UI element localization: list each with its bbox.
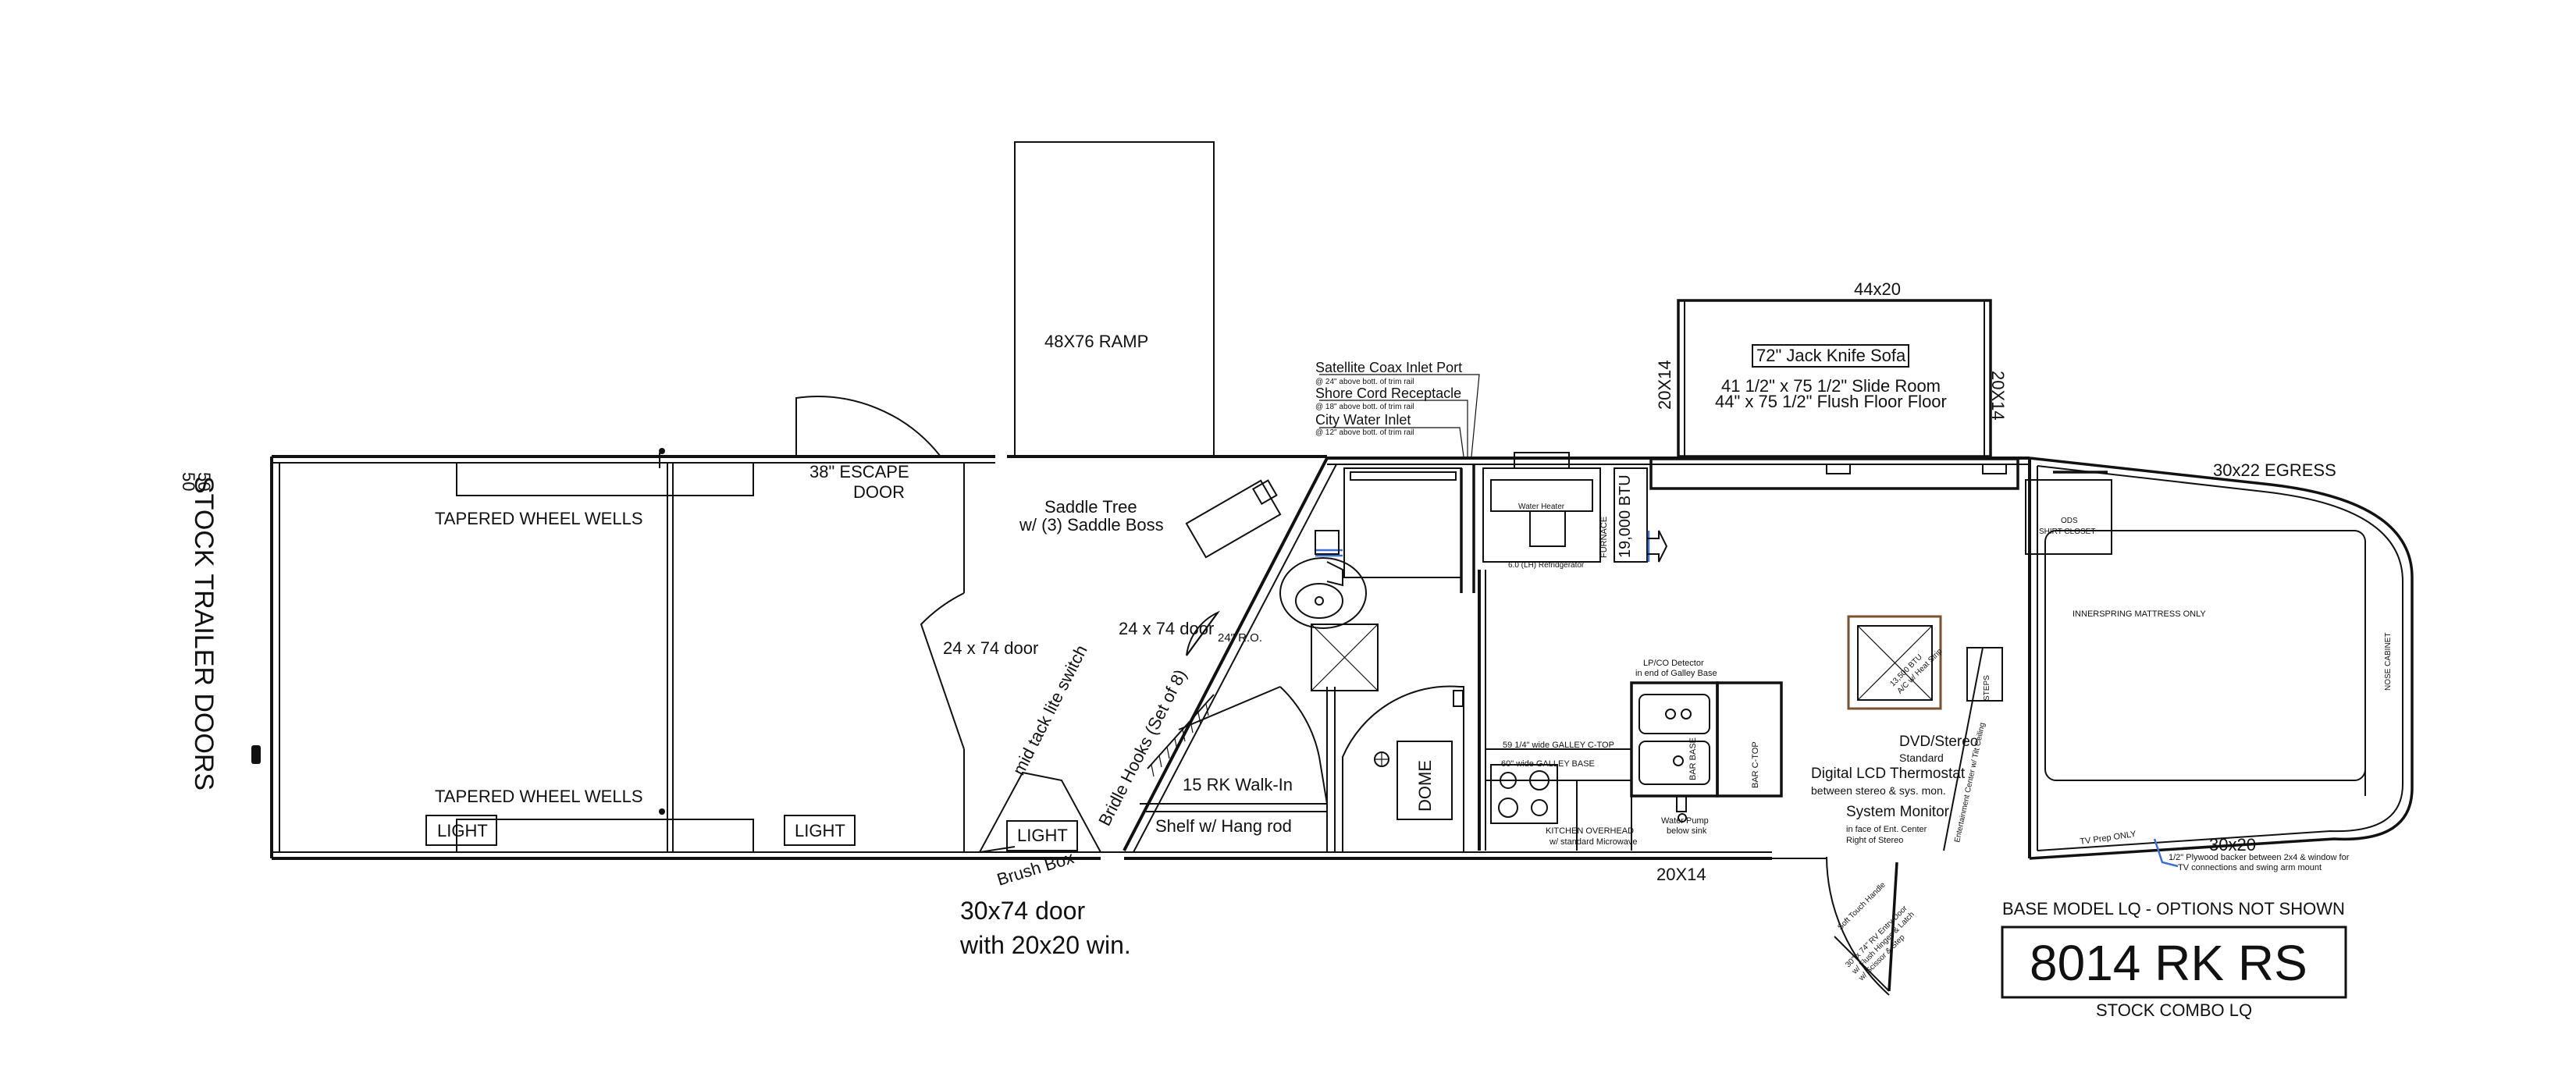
system-monitor-sub2: Right of Stereo [1846,836,1903,845]
door-24x74-right: 24 x 74 door [1119,619,1214,638]
water-heater-label: Water Heater [1518,503,1565,511]
model-number: 8014 RK RS [2030,935,2307,991]
dome-label: DOME [1415,760,1435,812]
ramp [1014,141,1215,457]
nose-cabinet-label: NOSE CABINET [2384,633,2393,691]
light-label-3: LIGHT [1017,826,1068,845]
model-box [2001,926,2347,999]
slide-44x20-label: 44x20 [1854,279,1901,299]
tapered-wells-bottom: TAPERED WHEEL WELLS [435,787,643,806]
stock-combo-label: STOCK COMBO LQ [2096,1000,2252,1020]
tack-door-left [920,592,965,750]
city-water-label: City Water Inlet [1315,412,1411,428]
fraction-bottom: 50 [179,472,198,491]
lp-detector-line2: in end of Galley Base [1635,669,1717,678]
dvd-stereo-sub: Standard [1899,751,1944,764]
escape-door-line2: DOOR [853,482,905,502]
system-monitor-label: System Monitor [1846,804,1950,820]
kitchen-overhead-line2: w/ standard Microwave [1549,837,1638,847]
shelf-label: Shelf w/ Hang rod [1155,816,1292,836]
saddle-tree [1185,479,1282,559]
city-water-sub: @ 12" above bott. of trim rail [1315,428,1414,437]
shore-cord-label: Shore Cord Receptacle [1315,385,1461,401]
satellite-inlet-sub: @ 24" above bott. of trim rail [1315,378,1414,386]
fridge-label: 6.0 (LH) Refridgerator [1508,561,1585,570]
walk-in [1140,686,1336,852]
mattress-label: INNERSPRING MATTRESS ONLY [2073,609,2206,619]
slide-20x14-right: 20X14 [1988,371,2008,421]
saddle-tree-line2: w/ (3) Saddle Boss [1019,515,1164,535]
shirt-closet-label: SHIRT CLOSET [2039,528,2095,536]
inlet-leaders [1319,374,1480,457]
wheel-wells [456,448,754,853]
fraction-top: 50 [194,472,214,491]
lp-detector-line1: LP/CO Detector [1643,659,1704,668]
galley-base-label: 60" wide GALLEY BASE [1501,759,1595,769]
slide-20x14-left: 20X14 [1655,360,1674,410]
rv-door-line2: w/ Flush Hinges & Latch [1850,911,1916,977]
walk-in-label: 15 RK Walk-In [1183,775,1293,794]
stock-trailer-doors-label: STOCK TRAILER DOORS [189,476,219,791]
soft-touch-label: Soft Touch Handle [1836,880,1888,932]
mid-tack-switch-label: mid tack lite switch [1009,642,1091,779]
bar-base-label: BAR BASE [1688,737,1698,780]
saddle-tree-line1: Saddle Tree [1044,497,1137,517]
trailer-shell [251,455,2030,860]
brush-box [978,771,1102,853]
tapered-wells-top: TAPERED WHEEL WELLS [435,509,643,528]
tack-angled-wall [979,457,1337,853]
thermostat-label: Digital LCD Thermostat [1811,766,1966,782]
escape-door [795,396,941,457]
door-30x74-line2: with 20x20 win. [959,931,1131,959]
light-label-1: LIGHT [437,821,488,840]
gooseneck [1847,457,2414,868]
satellite-inlet-label: Satellite Coax Inlet Port [1315,360,1462,375]
btu-label: 19,000 BTU [1617,474,1634,558]
kitchen-overhead-line1: KITCHEN OVERHEAD [1546,826,1634,836]
slide-room-label: 41 1/2" x 75 1/2" Slide Room [1721,376,1941,396]
water-pump-line2: below sink [1667,826,1707,836]
thermostat-sub: between stereo & sys. mon. [1811,784,1946,797]
sofa-label: 72" Jack Knife Sofa [1756,346,1906,365]
bathroom [1279,557,1464,852]
shore-cord-sub: @ 18" above bott. of trim rail [1315,403,1414,411]
lq-upper-cabinets [1315,452,1668,593]
ramp-label: 48X76 RAMP [1044,332,1148,351]
dvd-stereo-label: DVD/Stereo [1899,734,1978,750]
bar-ctop-label: BAR C-TOP [1751,741,1760,788]
door-24x74-left: 24 x 74 door [943,638,1038,658]
galley [1478,570,1783,851]
plywood-line1: 1/2" Plywood backer between 2x4 & window… [2169,853,2350,862]
door-30x74-line1: 30x74 door [960,897,1085,925]
plywood-line2: TV connections and swing arm mount [2178,863,2322,872]
flush-floor-label: 44" x 75 1/2" Flush Floor Floor [1715,392,1947,411]
steps-label: STEPS [1983,675,1991,701]
dim-20x14-bottom: 20X14 [1656,865,1706,884]
ro-24-label: 24" R.O. [1218,631,1262,645]
furnace-label: FURNACE [1599,517,1609,558]
light-label-2: LIGHT [795,821,845,840]
slide-room [1649,299,2019,490]
entry-door [1772,856,1898,996]
escape-door-line1: 38" ESCAPE [809,462,909,481]
brush-box-label: Brush Box [994,847,1076,890]
ods-label: ODS [2061,517,2078,525]
water-pump-line1: Water Pump [1661,816,1709,826]
galley-ctop-label: 59 1/4" wide GALLEY C-TOP [1503,741,1614,750]
base-model-note: BASE MODEL LQ - OPTIONS NOT SHOWN [2002,899,2345,918]
system-monitor-sub1: in face of Ent. Center [1846,825,1927,834]
egress-label: 30x22 EGRESS [2213,460,2336,480]
dim-30x20-label: 30x20 [2209,835,2256,854]
